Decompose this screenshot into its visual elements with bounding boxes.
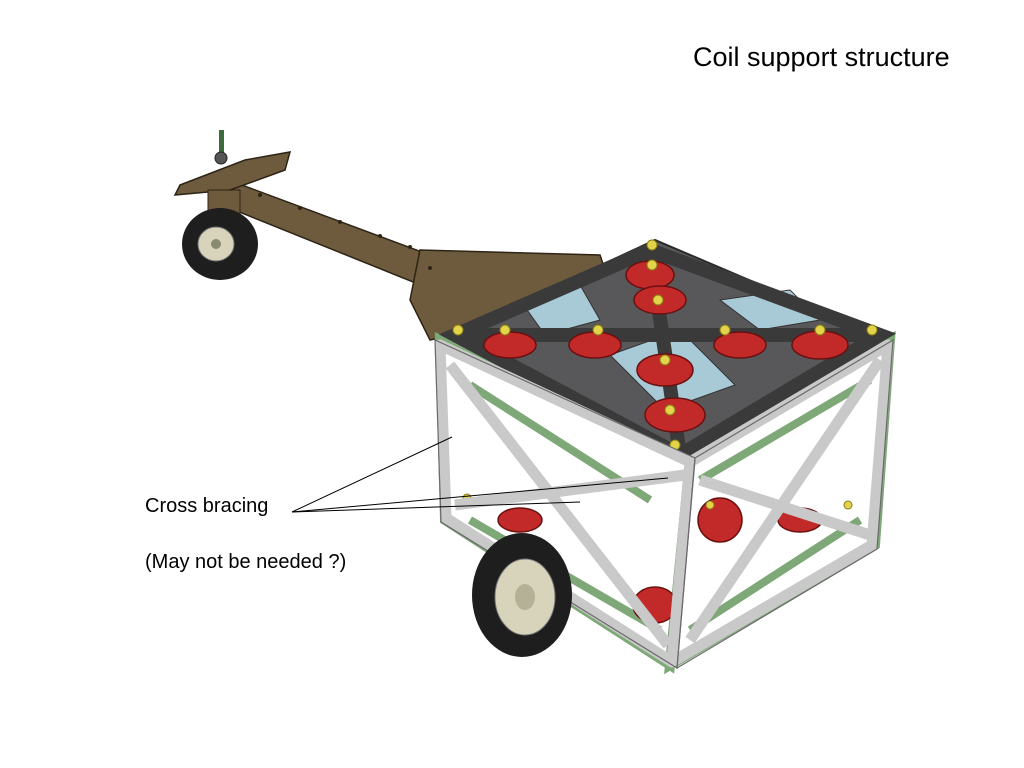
- callout-leader-lines: [291, 436, 669, 513]
- main-wheel: [472, 533, 572, 657]
- slide-title: Coil support structure: [693, 42, 950, 72]
- caster-wheel: [182, 189, 258, 280]
- callout-note: (May not be needed ?): [145, 551, 347, 573]
- callout-label-cross-bracing: Cross bracing: [145, 495, 269, 517]
- cube-frame: [434, 238, 897, 675]
